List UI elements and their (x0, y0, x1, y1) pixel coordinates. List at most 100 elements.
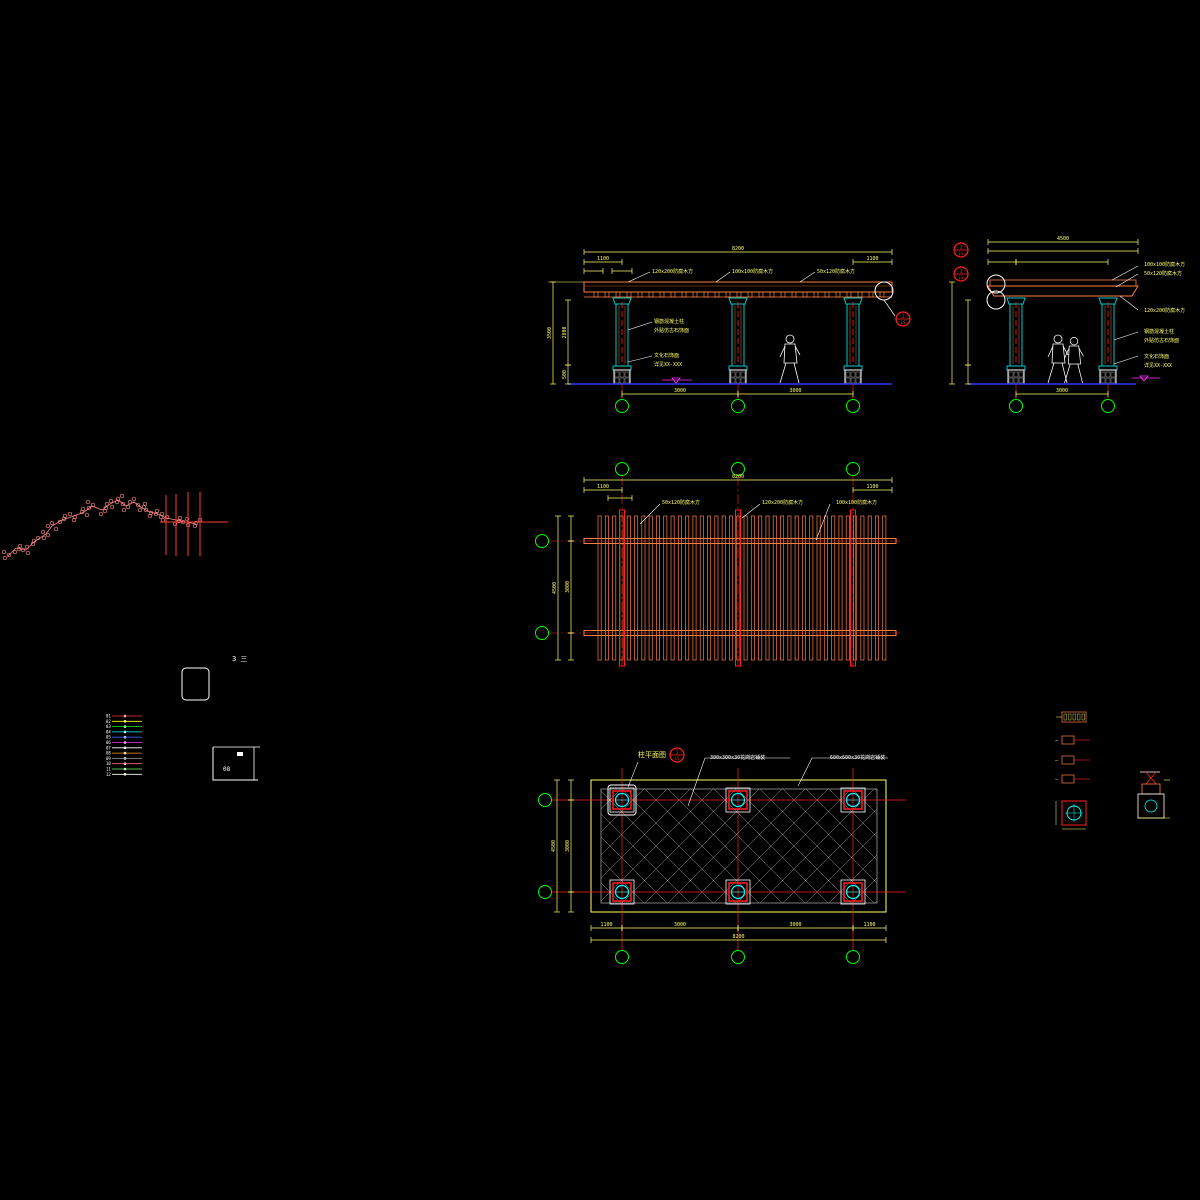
column-base-ring (1098, 365, 1118, 371)
hatch-line (736, 789, 852, 903)
plant-leaf (72, 514, 78, 520)
paving-hatch (601, 789, 877, 903)
plant-leaf (137, 507, 143, 513)
roof-rafter (831, 515, 836, 661)
legend-entry-label: 10 (106, 761, 111, 766)
scale-figure (1064, 337, 1084, 384)
detail-mark: — (1055, 777, 1059, 783)
column-footing (843, 790, 863, 810)
column-section (730, 792, 746, 808)
dimension-text: 3000 (1056, 388, 1068, 394)
plinth-stone (845, 377, 851, 384)
axis-bubble (846, 950, 860, 964)
plinth-stone (1100, 377, 1106, 384)
plan-title-text: 柱平面图 (638, 750, 666, 759)
plinth-stone (1100, 371, 1106, 378)
detail-highlight-box (607, 784, 637, 816)
leader (797, 757, 813, 787)
column-footing (612, 882, 632, 902)
callout-text: 50x120防腐木方 (1144, 270, 1182, 277)
figure-arms (779, 345, 801, 358)
roof-rafter (626, 515, 631, 661)
leader (1113, 355, 1139, 365)
callout-text: 600x600x30花岗岩铺装 (830, 754, 885, 761)
dimension-text: 8200 (732, 934, 744, 940)
detail-rafter (1063, 713, 1067, 721)
roof-rafter (780, 515, 785, 661)
axis-bubble (615, 399, 629, 413)
roof-rafter (736, 515, 741, 661)
plant-leaf (164, 514, 170, 520)
section-tag-sheet: LS (901, 320, 906, 325)
paving-inner-border (600, 788, 878, 904)
axis-bubble (538, 885, 552, 899)
roof-rafter (597, 515, 602, 661)
plinth-stone (850, 371, 856, 378)
plinth-stone (624, 377, 630, 384)
dimension-text: 8200 (732, 246, 744, 252)
callout-text: 100x100防腐木方 (1144, 261, 1185, 268)
plinth-stone (1018, 377, 1024, 384)
roof-rafter (867, 515, 872, 661)
roof-rafter (648, 515, 653, 661)
column-section (845, 792, 861, 808)
scale-figure (1047, 334, 1069, 384)
roof-rafter (743, 515, 748, 661)
scale-figure (779, 334, 801, 384)
detail-footing (1061, 800, 1087, 826)
callout-text: 钢筋混凝土柱 (654, 318, 684, 325)
roof-rafter (809, 515, 814, 661)
callout-text: 100x100防腐木方 (732, 268, 773, 275)
dimension-text: 8200 (732, 474, 744, 480)
plinth-stone (1018, 371, 1024, 378)
column-section (614, 884, 630, 900)
dimension-text: 3000 (565, 581, 571, 593)
plinth-stone (855, 371, 861, 378)
plinth-stone (1110, 371, 1116, 378)
roof-rafter (729, 515, 733, 661)
plinth-stone (735, 371, 741, 378)
plant-leaf (86, 505, 92, 511)
figure-body (783, 343, 798, 364)
level-marker (1139, 375, 1149, 382)
roof-rafter (604, 515, 609, 661)
dimension-text: 1100 (597, 484, 609, 490)
callout-text: 外贴仿古石饰面 (1144, 337, 1179, 344)
column-base-ring (843, 365, 863, 371)
legend-entry-label: 09 (106, 756, 111, 761)
side-purlin (989, 279, 1137, 287)
legend-entry-label: 07 (106, 745, 111, 750)
mark-b-text: 08 (223, 766, 231, 773)
hatch-line (601, 789, 645, 833)
callout-text: 100x100防腐木方 (836, 499, 877, 506)
connection-cross (1145, 771, 1157, 785)
roof-rafter (845, 515, 850, 661)
plant-leaf (125, 504, 131, 510)
column-section (730, 884, 746, 900)
leader (1113, 331, 1139, 341)
plant-leaf (127, 499, 133, 505)
section-tag-text: 1 (675, 750, 678, 756)
paving-outer-border (590, 779, 887, 913)
plant-leaf (115, 496, 121, 502)
roof-rafter (816, 515, 821, 661)
plinth-stone (740, 371, 746, 378)
roof-rafter (677, 515, 682, 661)
plinth-stone (845, 371, 851, 378)
plant-leaf (121, 507, 127, 513)
callout-text: 详见XX-XXX (654, 361, 682, 368)
level-marker (671, 377, 681, 384)
detail-callout-circle (986, 290, 1006, 310)
column-section (614, 792, 630, 808)
roof-rafter (707, 515, 712, 661)
dimension-text: 3000 (565, 840, 571, 852)
axis-bubble (846, 462, 860, 476)
legend-entry-label: 04 (106, 729, 111, 734)
callout-text: 120x200防腐木方 (652, 268, 693, 275)
figure-arms (1064, 347, 1084, 359)
climbing-plant-symbol (1, 492, 228, 561)
roof-rafter (656, 515, 660, 661)
section-tag-sheet: LS (959, 251, 964, 256)
